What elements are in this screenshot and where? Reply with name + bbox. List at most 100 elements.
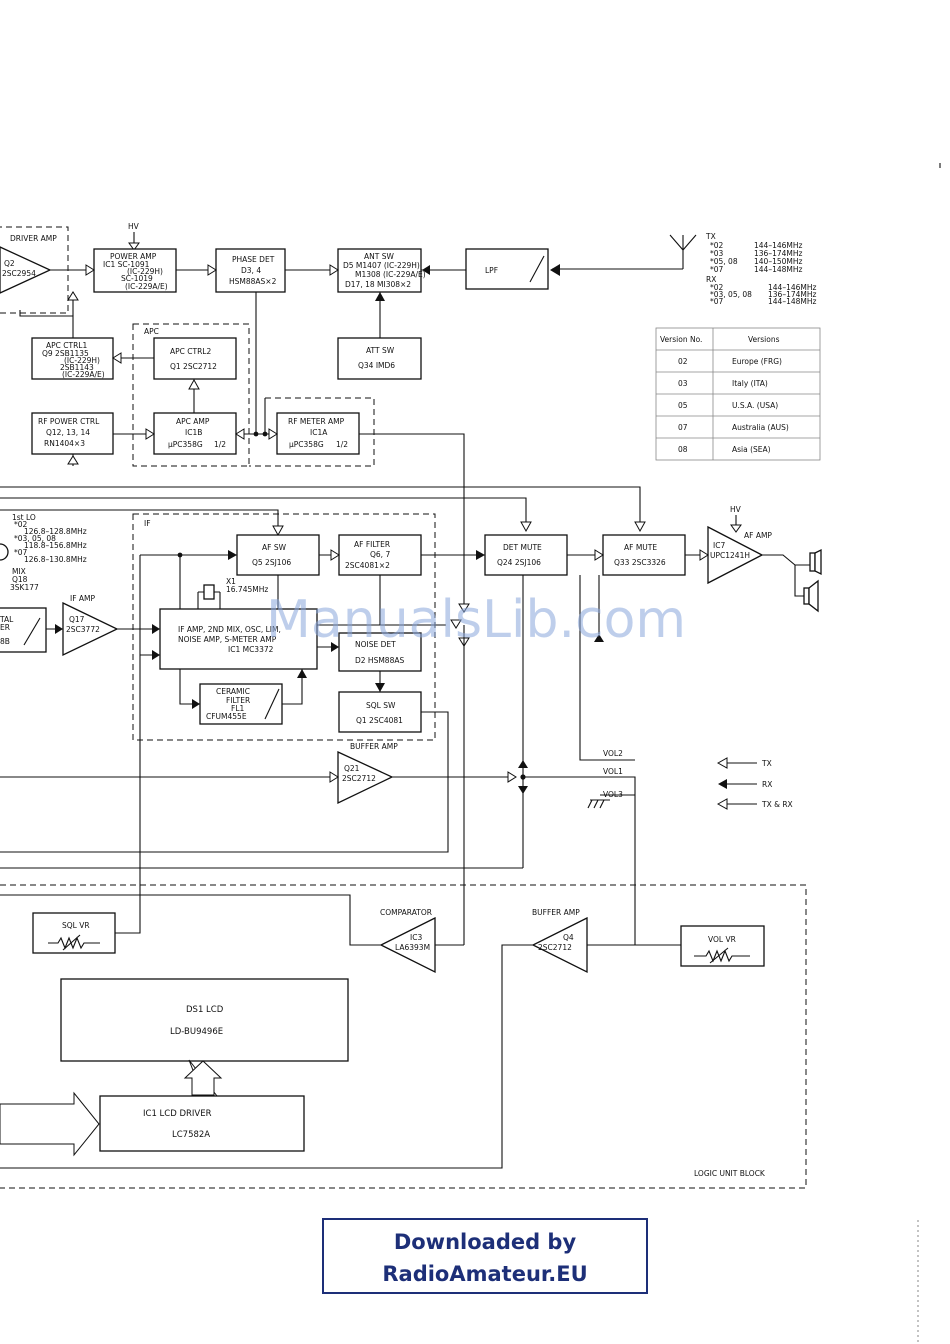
svg-text:NOISE AMP, S-METER AMP: NOISE AMP, S-METER AMP <box>178 635 277 644</box>
vol3-label: VOL3 <box>603 790 623 799</box>
svg-text:APC CTRL2: APC CTRL2 <box>170 347 211 356</box>
versions-header-no: Version No. <box>660 335 702 344</box>
svg-text:IC7: IC7 <box>713 541 725 550</box>
svg-text:AF MUTE: AF MUTE <box>624 543 657 552</box>
svg-text:Q2: Q2 <box>4 259 15 268</box>
svg-text:TAL: TAL <box>0 615 14 624</box>
svg-text:03: 03 <box>678 379 688 388</box>
svg-text:Q4: Q4 <box>563 933 574 942</box>
svg-text:ANT SW: ANT SW <box>364 252 394 261</box>
svg-text:2SB1143: 2SB1143 <box>60 363 94 372</box>
svg-text:μPC358G: μPC358G <box>289 440 324 449</box>
antenna-icon <box>552 234 697 270</box>
legend-rx: RX <box>762 780 772 789</box>
mix-label: MIX Q18 3SK177 <box>10 567 39 592</box>
svg-text:DET MUTE: DET MUTE <box>503 543 542 552</box>
if-group-label: IF <box>144 519 151 528</box>
phase-det-block: PHASE DET D3, 4 HSM88AS×2 <box>215 248 286 293</box>
svg-text:(IC-229H): (IC-229H) <box>64 356 100 365</box>
svg-text:Q21: Q21 <box>344 764 360 773</box>
svg-text:Q34 IMD6: Q34 IMD6 <box>358 361 395 370</box>
svg-text:(IC-229A/E): (IC-229A/E) <box>62 370 105 379</box>
vol2-label: VOL2 <box>603 749 623 758</box>
svg-text:NOISE DET: NOISE DET <box>355 640 396 649</box>
download-badge[interactable]: Downloaded by RadioAmateur.EU <box>322 1218 648 1294</box>
svg-text:BUFFER AMP: BUFFER AMP <box>532 908 580 917</box>
svg-text:PHASE DET: PHASE DET <box>232 255 275 264</box>
crystal-x1: X1 16.745MHz <box>197 577 268 609</box>
svg-text:HSM88AS×2: HSM88AS×2 <box>229 277 277 286</box>
svg-text:LA6393M: LA6393M <box>395 943 430 952</box>
vol-vr-block: VOL VR <box>680 925 765 967</box>
svg-text:02: 02 <box>678 357 688 366</box>
svg-text:IC1B: IC1B <box>185 428 202 437</box>
svg-text:Italy (ITA): Italy (ITA) <box>732 379 768 388</box>
logic-unit-label: LOGIC UNIT BLOCK <box>694 1169 766 1178</box>
svg-text:AF SW: AF SW <box>262 543 287 552</box>
ground-icon <box>587 799 610 809</box>
svg-text:*03: *03 <box>710 249 724 258</box>
svg-text:FL1: FL1 <box>231 704 244 713</box>
svg-text:IF AMP, 2ND MIX, OSC, LIM,: IF AMP, 2ND MIX, OSC, LIM, <box>178 625 281 634</box>
svg-text:(IC-229A/E): (IC-229A/E) <box>125 282 168 291</box>
svg-text:SQL VR: SQL VR <box>62 921 90 930</box>
svg-text:2SC4081×2: 2SC4081×2 <box>345 561 390 570</box>
svg-text:BUFFER AMP: BUFFER AMP <box>350 742 398 751</box>
driver-amp-triangle <box>0 246 52 294</box>
badge-line2: RadioAmateur.EU <box>382 1262 588 1286</box>
ceramic-filter-block: CERAMIC FILTER FL1 CFUM455E <box>199 683 283 725</box>
legend-txrx: TX & RX <box>761 800 793 809</box>
svg-text:*05, 08: *05, 08 <box>710 257 738 266</box>
versions-header-name: Versions <box>748 335 780 344</box>
det-mute-block: DET MUTE Q24 2SJ106 <box>484 534 568 576</box>
svg-text:2SC2712: 2SC2712 <box>342 774 376 783</box>
svg-text:140–150MHz: 140–150MHz <box>754 257 802 266</box>
svg-text:APC CTRL1: APC CTRL1 <box>46 341 87 350</box>
svg-text:Europe (FRG): Europe (FRG) <box>732 357 782 366</box>
svg-text:*07: *07 <box>710 297 724 306</box>
svg-text:μPC358G: μPC358G <box>168 440 203 449</box>
svg-text:DS1 LCD: DS1 LCD <box>186 1005 224 1015</box>
svg-text:D17, 18 MI308×2: D17, 18 MI308×2 <box>345 280 411 289</box>
svg-text:1/2: 1/2 <box>336 440 348 449</box>
svg-text:CFUM455E: CFUM455E <box>206 712 247 721</box>
lcd-driver-block: IC1 LCD DRIVER LC7582A <box>99 1095 305 1152</box>
svg-text:APC AMP: APC AMP <box>176 417 210 426</box>
svg-text:LPF: LPF <box>485 266 498 275</box>
svg-text:(IC-229H): (IC-229H) <box>127 267 163 276</box>
svg-text:Australia (AUS): Australia (AUS) <box>732 423 789 432</box>
hv-label: HV <box>128 222 140 231</box>
svg-text:IC3: IC3 <box>410 933 422 942</box>
svg-text:IF AMP: IF AMP <box>70 594 96 603</box>
comparator-triangle: COMPARATOR IC3 LA6393M <box>379 908 436 974</box>
rf-meter-amp-block: RF METER AMP IC1A μPC358G 1/2 <box>276 412 360 455</box>
driver-amp-group-label: DRIVER AMP <box>10 234 57 243</box>
svg-text:Asia (SEA): Asia (SEA) <box>732 445 771 454</box>
svg-text:MIX: MIX <box>12 567 26 576</box>
svg-text:05: 05 <box>678 401 688 410</box>
svg-text:U.S.A. (USA): U.S.A. (USA) <box>732 401 778 410</box>
svg-text:AF FILTER: AF FILTER <box>354 540 390 549</box>
svg-text:IC1 SC-1091: IC1 SC-1091 <box>103 260 150 269</box>
buffer-amp-q21: BUFFER AMP Q21 2SC2712 <box>337 742 398 805</box>
svg-text:SC-1019: SC-1019 <box>121 274 153 283</box>
lcd-block: DS1 LCD LD-BU9496E <box>60 978 349 1062</box>
svg-text:X1: X1 <box>226 577 236 586</box>
apc-group-label: APC <box>144 327 159 336</box>
svg-text:D3, 4: D3, 4 <box>241 266 261 275</box>
svg-text:Q6, 7: Q6, 7 <box>370 550 390 559</box>
svg-text:08: 08 <box>678 445 688 454</box>
svg-text:*02: *02 <box>710 241 724 250</box>
first-lo-note: 1st LO *02 126.8–128.8MHz *03, 05, 08 11… <box>12 513 87 564</box>
svg-text:16.745MHz: 16.745MHz <box>226 585 268 594</box>
svg-text:POWER AMP: POWER AMP <box>110 252 157 261</box>
wide-arrow-right <box>0 1091 100 1157</box>
legend: TX RX TX & RX <box>716 757 793 810</box>
svg-text:Q17: Q17 <box>69 615 85 624</box>
svg-text:Q12, 13, 14: Q12, 13, 14 <box>46 428 90 437</box>
svg-text:2SC3772: 2SC3772 <box>66 625 100 634</box>
svg-text:2SC2954: 2SC2954 <box>2 269 36 278</box>
svg-text:*03, 05, 08: *03, 05, 08 <box>14 534 56 543</box>
svg-text:UPC1241H: UPC1241H <box>710 551 750 560</box>
